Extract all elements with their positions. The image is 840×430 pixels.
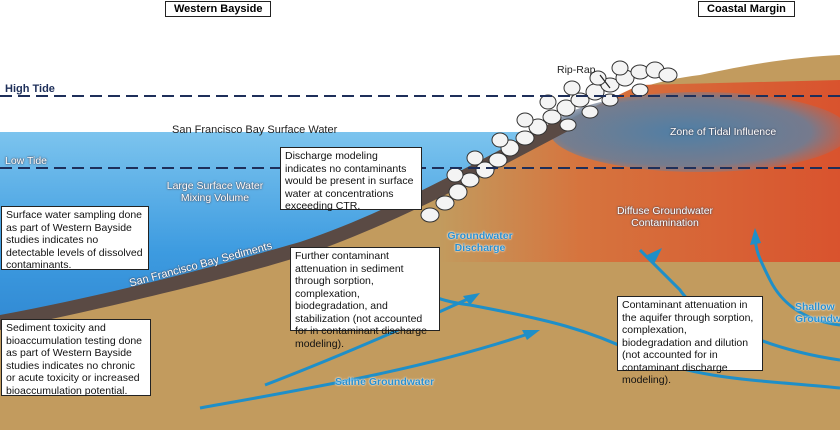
mixing-label-line2: Mixing Volume [180, 192, 250, 204]
diffuse-line2: Contamination [631, 217, 699, 229]
shallow-line2: Groundw [795, 313, 840, 325]
callout-sediment-attenuation: Further contaminant attenuation in sedim… [290, 247, 440, 350]
rip-rap-stones [420, 60, 678, 223]
flow-arrow [199, 333, 526, 410]
flow-arrow [264, 296, 471, 387]
diffuse-contamination-label: Diffuse Groundwater Contamination [605, 205, 725, 229]
gw-discharge-line2: Discharge [454, 242, 506, 254]
callout-sediment-toxicity: Sediment toxicity and bioaccumulation te… [1, 319, 151, 397]
low-tide-label: Low Tide [5, 155, 48, 167]
coastal-margin-header: Coastal Margin [698, 1, 795, 17]
gw-discharge-line1: Groundwater [447, 230, 513, 242]
surface-water-label: San Francisco Bay Surface Water [172, 124, 338, 136]
callout-discharge-modeling: Discharge modeling indicates no contamin… [280, 147, 422, 212]
arrowhead [463, 293, 480, 305]
zone-of-tidal-influence [550, 92, 840, 172]
rip-rap-label: Rip-Rap [557, 64, 596, 76]
mixing-label-line1: Large Surface Water [166, 180, 264, 192]
high-tide-label: High Tide [5, 83, 55, 95]
groundwater-discharge-label: Groundwater Discharge [440, 230, 520, 254]
mixing-volume-label: Large Surface Water Mixing Volume [160, 180, 270, 204]
western-bayside-header: Western Bayside [165, 1, 272, 17]
callout-surface-sampling: Surface water sampling done as part of W… [1, 206, 149, 271]
saline-groundwater-label: Saline Groundwater [335, 376, 435, 388]
arrowhead [750, 228, 761, 245]
shallow-groundwater-label: Shallow Groundw [795, 301, 840, 325]
diffuse-line1: Diffuse Groundwater [616, 205, 714, 217]
flow-arrow [753, 234, 840, 327]
shallow-line1: Shallow [795, 301, 835, 313]
flow-arrow [413, 279, 840, 390]
tidal-zone-label: Zone of Tidal Influence [670, 126, 777, 138]
arrowhead [645, 248, 662, 264]
rip-rap-pointer [599, 74, 611, 89]
bay-sediments [0, 118, 570, 330]
arrowhead [522, 330, 540, 340]
callout-aquifer-attenuation: Contaminant attenuation in the aquifer t… [617, 296, 763, 386]
